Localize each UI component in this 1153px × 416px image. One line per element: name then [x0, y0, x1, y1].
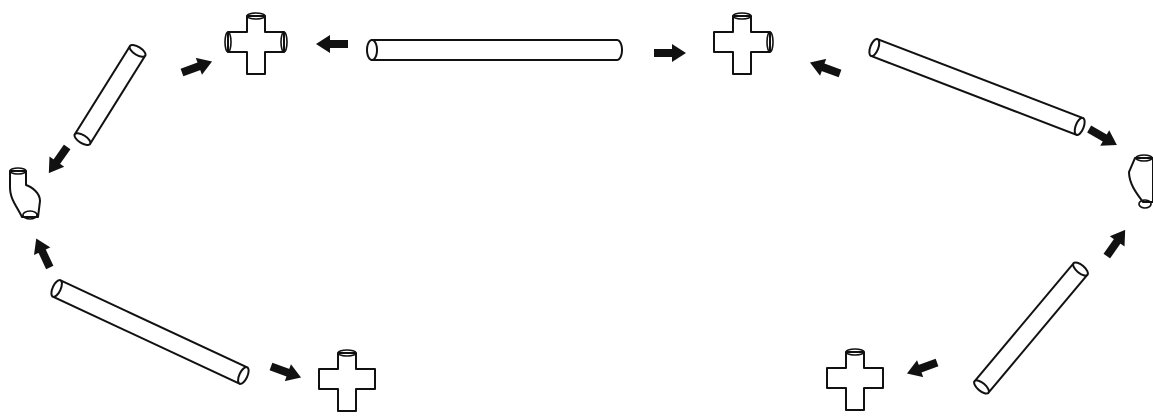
arrow-icon — [48, 144, 71, 174]
arrow-icon — [1103, 229, 1126, 259]
arrow-icon — [180, 57, 213, 77]
upper-right-pipe — [868, 37, 1086, 137]
arrow-icon — [33, 238, 54, 270]
cross-fitting-icon — [713, 12, 774, 75]
upper-left-pipe — [73, 44, 147, 146]
cross-fitting-icon — [318, 349, 376, 412]
elbow-fitting-icon — [1128, 154, 1153, 209]
arrow-icon — [809, 58, 842, 78]
cross-fitting-icon — [224, 12, 288, 75]
arrow-icon — [316, 35, 348, 53]
arrow-icon — [654, 44, 686, 62]
arrow-icon — [906, 358, 939, 378]
lower-left-pipe — [50, 278, 250, 386]
cross-fitting-icon — [826, 348, 884, 411]
arrow-icon — [269, 362, 302, 382]
top-pipe — [366, 39, 623, 61]
arrow-icon — [1087, 125, 1117, 146]
elbow-fitting-icon — [9, 167, 41, 220]
lower-right-pipe — [973, 261, 1089, 395]
